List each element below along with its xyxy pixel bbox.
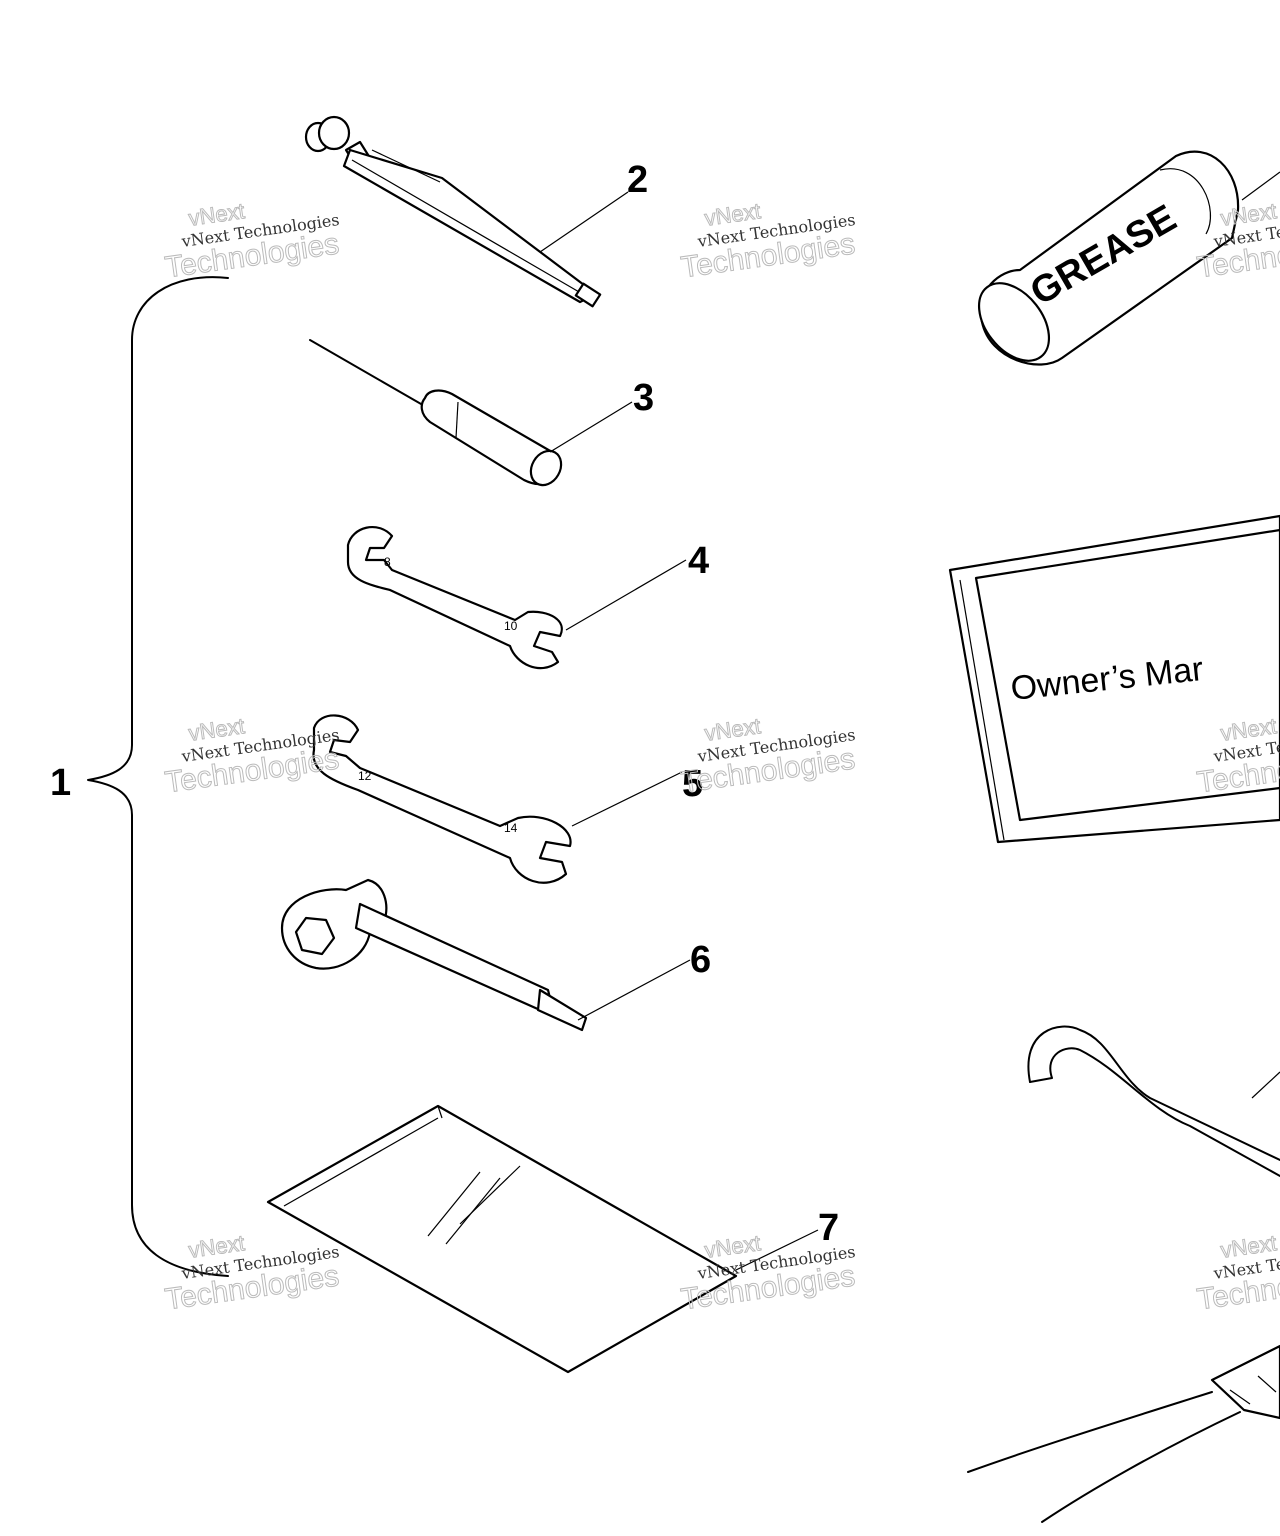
grease-tube: GREASE — [977, 150, 1240, 366]
leader-hook — [1251, 1071, 1280, 1099]
callout-7: 7 — [818, 1207, 839, 1249]
watermark-mid-left: vNext vNext Technologies Technologies — [163, 713, 342, 800]
spark-plug-wrench — [280, 878, 588, 1032]
leader-3 — [549, 401, 633, 453]
leader-5 — [571, 771, 683, 827]
open-end-wrench-8-10: 8 10 — [346, 526, 563, 670]
callout-6: 6 — [690, 939, 711, 981]
owners-manual: Owner’s Mar — [948, 514, 1280, 844]
watermark-bottom-left: vNext vNext Technologies Technologies — [163, 1230, 342, 1317]
watermark-bottom-right: vNext vNext Technologies Technologies — [1195, 1230, 1280, 1317]
tire-pressure-gauge — [304, 115, 602, 308]
watermark-top-left: vNext vNext Technologies Technologies — [163, 198, 342, 285]
watermark-top-center: vNext vNext Technologies Technologies — [679, 198, 858, 285]
screwdriver — [309, 339, 563, 487]
svg-text:10: 10 — [504, 619, 518, 633]
tool-bag — [266, 1104, 738, 1374]
callout-3: 3 — [633, 377, 654, 419]
svg-text:12: 12 — [358, 769, 372, 783]
hook-spanner-wrench — [1027, 1025, 1280, 1177]
callout-4: 4 — [688, 540, 709, 582]
svg-text:14: 14 — [504, 821, 518, 835]
leader-7 — [735, 1229, 819, 1271]
leader-grease — [1241, 171, 1280, 201]
watermark-mid-center: vNext vNext Technologies Technologies — [679, 713, 858, 800]
open-end-wrench-12-14: 12 14 — [312, 714, 572, 884]
leader-6 — [577, 959, 691, 1021]
watermark-bottom-center: vNext vNext Technologies Technologies — [679, 1230, 858, 1317]
callout-5: 5 — [682, 763, 703, 805]
leader-4 — [565, 559, 687, 631]
tether-cord — [967, 1344, 1280, 1523]
svg-text:8: 8 — [384, 555, 391, 569]
leader-2 — [539, 191, 629, 253]
callout-1: 1 — [50, 762, 71, 804]
kit-bracket — [87, 276, 229, 1277]
callout-2: 2 — [627, 159, 648, 201]
